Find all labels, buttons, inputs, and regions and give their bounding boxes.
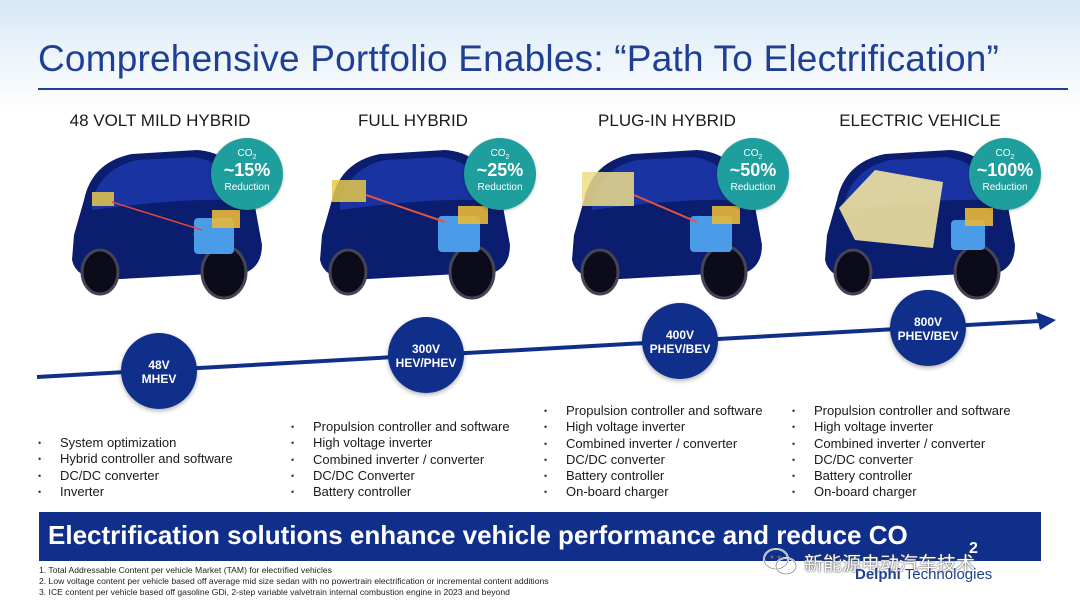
list-item: Propulsion controller and software (792, 403, 1032, 420)
stage-title-plugin-hybrid: PLUG-IN HYBRID (598, 111, 736, 130)
co2-badge-mild-hybrid: CO2 ~15% Reduction (211, 138, 283, 210)
header-background (0, 0, 1080, 110)
slide-title: Comprehensive Portfolio Enables: “Path T… (38, 38, 1000, 79)
footnote: 2. Low voltage content per vehicle based… (39, 576, 549, 587)
feature-list-electric: Propulsion controller and software High … (792, 403, 1032, 501)
list-item: System optimization (38, 435, 278, 452)
car-plugin-hybrid-illustration (572, 150, 762, 300)
footnote: 1. Total Addressable Content per vehicle… (39, 565, 332, 575)
car-electric-illustration (825, 150, 1015, 300)
summary-banner-subscript: 2 (969, 540, 978, 557)
title-underline (38, 88, 1068, 90)
electrification-path-arrow (36, 312, 1056, 379)
co2-badge-full-hybrid: CO2 ~25% Reduction (464, 138, 536, 210)
stage-title-full-hybrid: FULL HYBRID (358, 111, 468, 130)
list-item: Combined inverter / converter (291, 452, 531, 469)
summary-banner-text: Electrification solutions enhance vehicl… (48, 520, 908, 550)
watermark-text: 新能源电动汽车技术 (804, 553, 976, 575)
list-item: Battery controller (291, 484, 531, 501)
list-item: DC/DC converter (792, 452, 1032, 469)
co2-reduction-value: ~100% (976, 160, 1034, 180)
list-item: DC/DC converter (38, 468, 278, 485)
list-item: Hybrid controller and software (38, 451, 278, 468)
list-item: Combined inverter / converter (544, 436, 784, 453)
summary-banner (39, 512, 1041, 561)
co2-badge-plugin-hybrid: CO2 ~50% Reduction (717, 138, 789, 210)
list-item: Combined inverter / converter (792, 436, 1032, 453)
list-item: DC/DC converter (544, 452, 784, 469)
car-full-hybrid-illustration (320, 150, 510, 300)
list-item: On-board charger (792, 484, 1032, 501)
list-item: High voltage inverter (792, 419, 1032, 436)
feature-list-full-hybrid: Propulsion controller and software High … (291, 419, 531, 501)
brand-logo: Delphi Technologies (855, 566, 993, 583)
list-item: High voltage inverter (291, 435, 531, 452)
list-item: Battery controller (544, 468, 784, 485)
co2-reduction-value: ~50% (729, 160, 777, 180)
list-item: DC/DC Converter (291, 468, 531, 485)
feature-list-mild-hybrid: System optimization Hybrid controller an… (38, 435, 278, 500)
stage-title-electric: ELECTRIC VEHICLE (839, 111, 1001, 130)
list-item: Battery controller (792, 468, 1032, 485)
feature-list-plugin-hybrid: Propulsion controller and software High … (544, 403, 784, 501)
footnote: 3. ICE content per vehicle based off gas… (39, 587, 510, 598)
list-item: On-board charger (544, 484, 784, 501)
co2-badge-electric: CO2 ~100% Reduction (969, 138, 1041, 210)
wechat-icon (763, 548, 797, 575)
footnotes: 1. Total Addressable Content per vehicle… (39, 565, 549, 599)
wechat-watermark: 新能源电动汽车技术 (762, 545, 975, 579)
list-item: Inverter (38, 484, 278, 501)
co2-reduction-value: ~25% (476, 160, 524, 180)
co2-reduction-value: ~15% (223, 160, 271, 180)
list-item: High voltage inverter (544, 419, 784, 436)
stage-title-mild-hybrid: 48 VOLT MILD HYBRID (69, 111, 251, 130)
list-item: Propulsion controller and software (544, 403, 784, 420)
list-item: Propulsion controller and software (291, 419, 531, 436)
